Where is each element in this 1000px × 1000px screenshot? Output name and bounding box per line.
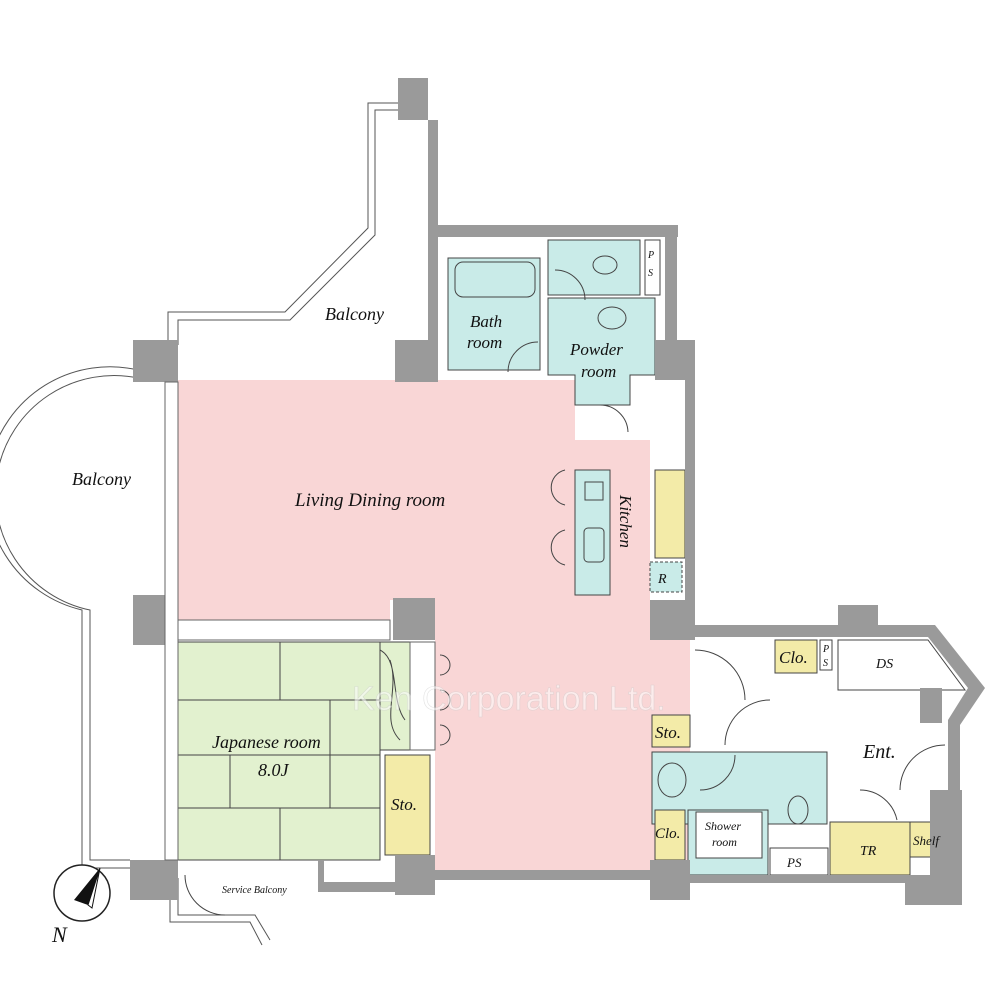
sink-icon xyxy=(597,306,627,330)
kitchen-counter xyxy=(574,469,611,596)
label-bath-room: room xyxy=(467,333,502,352)
living-dining-floor xyxy=(178,380,690,870)
label-kitchen: Kitchen xyxy=(616,494,635,548)
japanese-closet xyxy=(379,641,411,751)
compass-label: N xyxy=(51,922,68,947)
closet-top xyxy=(774,639,818,674)
washbasin-icon xyxy=(657,762,687,798)
label-refrigerator: R xyxy=(657,572,667,587)
north-compass-icon: N xyxy=(51,864,111,947)
label-powder-room: room xyxy=(581,362,616,381)
shower-area xyxy=(695,811,763,859)
label-ps-bottom: PS xyxy=(786,855,802,870)
toilet-room-floor xyxy=(547,239,641,296)
pipe-space-entrance xyxy=(819,639,833,671)
powder-room-floor xyxy=(547,297,656,406)
label-shower: Shower xyxy=(705,819,741,833)
label-sto-japanese: Sto. xyxy=(391,795,417,814)
label-balcony-top: Balcony xyxy=(325,304,384,324)
doors xyxy=(184,269,946,916)
pipe-space-top xyxy=(644,239,661,296)
label-service-balcony: Service Balcony xyxy=(222,885,287,896)
label-japanese-room: Japanese room xyxy=(212,732,321,752)
tatami-lines xyxy=(178,642,380,860)
label-tr: TR xyxy=(860,844,877,859)
label-clo-bottom: Clo. xyxy=(655,826,680,842)
toilet-lower-icon xyxy=(787,795,809,825)
label-sto-hall: Sto. xyxy=(655,723,681,742)
label-ps-bath-p: P xyxy=(647,250,654,261)
japanese-room-floor xyxy=(177,641,381,861)
label-ps-top-p: P xyxy=(822,644,829,655)
kitchen-sink-icon xyxy=(583,527,605,563)
label-balcony-left: Balcony xyxy=(72,469,131,489)
label-ps-top-s: S xyxy=(823,658,828,669)
label-powder: Powder xyxy=(569,340,623,359)
storage-hall xyxy=(651,714,691,748)
toilet-icon xyxy=(592,255,618,275)
label-ds: DS xyxy=(875,657,893,672)
label-clo-top: Clo. xyxy=(779,648,808,667)
refrigerator-space xyxy=(649,561,683,593)
bathtub xyxy=(454,261,536,298)
label-ps-bath-s: S xyxy=(648,268,653,279)
label-shower-room: room xyxy=(712,835,737,849)
label-bath: Bath xyxy=(470,312,502,331)
label-entrance: Ent. xyxy=(862,741,896,763)
label-shelf: Shelf xyxy=(913,833,941,848)
kitchen-shelf xyxy=(654,469,686,559)
stove-icon xyxy=(584,481,604,501)
watermark: Ken Corporation Ltd. xyxy=(352,680,666,718)
shoe-storage-ds xyxy=(837,639,966,691)
label-japanese-size: 8.0J xyxy=(258,760,290,780)
label-living-dining: Living Dining room xyxy=(294,490,445,511)
walls xyxy=(130,78,985,905)
